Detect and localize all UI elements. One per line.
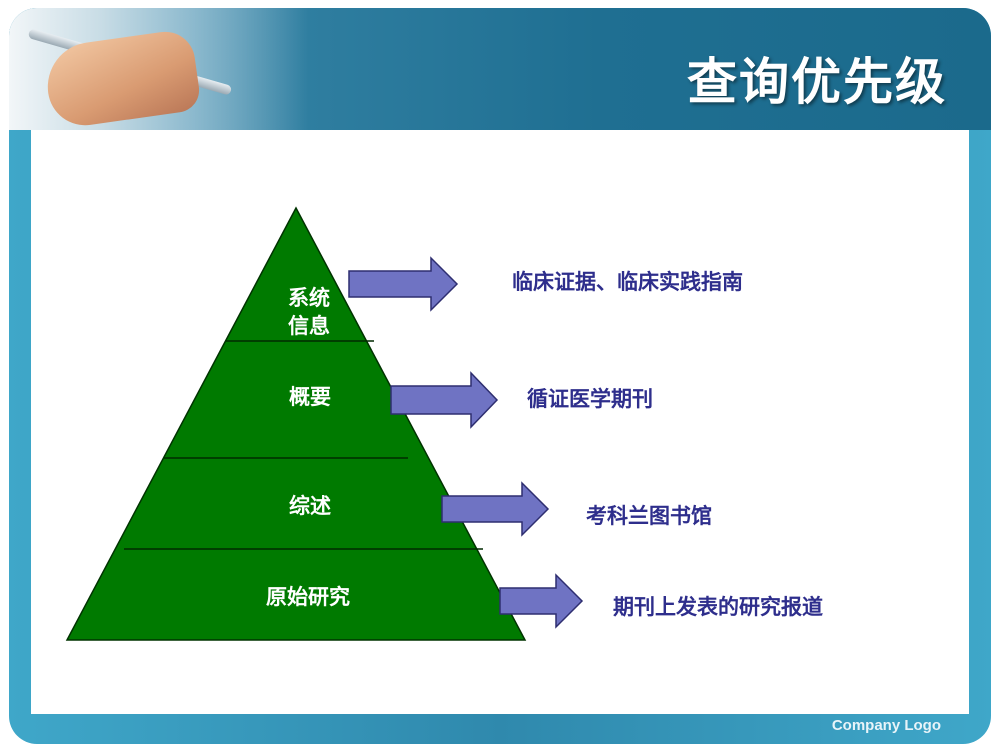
level-4-description: 期刊上发表的研究报道	[613, 595, 823, 619]
pyramid-level-2-label: 概要	[289, 385, 331, 409]
arrow-3	[441, 481, 550, 537]
arrow-1	[348, 256, 459, 312]
pyramid-level-3-label: 综述	[289, 494, 331, 518]
pyramid-triangle	[65, 206, 527, 641]
header-band: 查询优先级	[9, 8, 991, 131]
arrow-4	[499, 573, 584, 629]
arrow-2	[390, 371, 499, 429]
header-photo	[9, 8, 309, 131]
company-logo: Company Logo	[831, 717, 941, 734]
pyramid-level-1-line2: 信息	[288, 314, 330, 338]
level-3-description: 考科兰图书馆	[586, 504, 712, 528]
level-1-description: 临床证据、临床实践指南	[512, 270, 743, 294]
pyramid-level-1-line1: 系统	[288, 286, 330, 310]
slide-title: 查询优先级	[687, 53, 947, 111]
level-2-description: 循证医学期刊	[527, 387, 653, 411]
pyramid-level-4-label: 原始研究	[266, 585, 350, 609]
pyramid-level-1-label: 系统 信息	[270, 284, 348, 340]
